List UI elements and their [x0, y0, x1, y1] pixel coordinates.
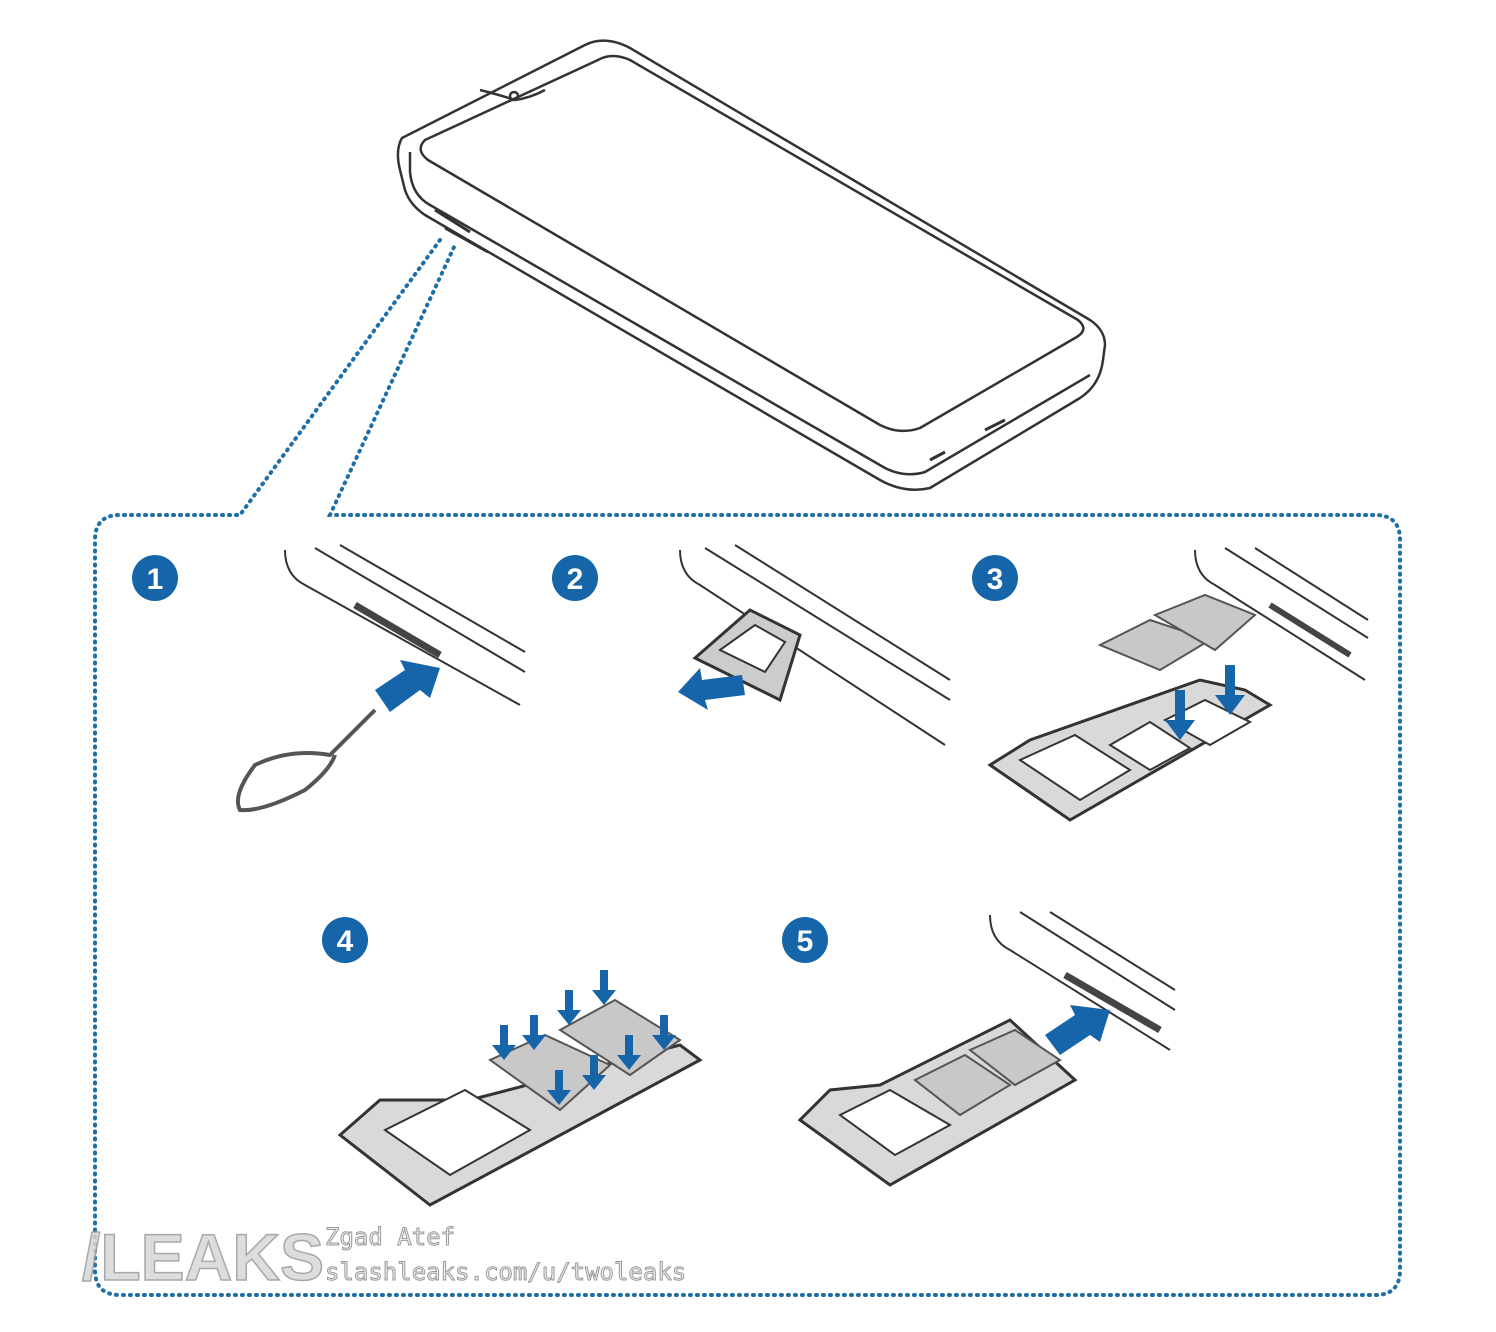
arrow-icon — [1165, 690, 1195, 740]
eject-pin-icon — [235, 708, 377, 813]
callout-outline — [93, 238, 1402, 1297]
svg-text:1: 1 — [147, 563, 164, 596]
arrow-icon — [1045, 1005, 1110, 1055]
step-2-pull-tray: 2 — [552, 544, 951, 746]
arrow-icon — [1215, 665, 1245, 715]
svg-text:Zgad Atef: Zgad Atef — [325, 1223, 455, 1251]
step-3-badge: 3 — [972, 555, 1018, 601]
step-1-eject-pin: 1 — [132, 544, 526, 813]
svg-text:2: 2 — [567, 563, 584, 596]
sim-card — [968, 1028, 1062, 1087]
step-3-place-cards: 3 — [972, 547, 1369, 822]
sim-card — [488, 1033, 612, 1112]
svg-text:5: 5 — [797, 925, 814, 958]
sim-card — [558, 998, 682, 1077]
svg-text:slashleaks.com/u/twoleaks: slashleaks.com/u/twoleaks — [325, 1258, 686, 1286]
watermark: /LEAKS Zgad Atef slashleaks.com/u/twolea… — [81, 1219, 686, 1295]
step-4-press-cards: 4 — [322, 917, 703, 1207]
svg-text:/LEAKS: /LEAKS — [82, 1220, 324, 1294]
arrow-icon — [492, 970, 676, 1105]
sim-card — [1152, 593, 1257, 652]
step-2-badge: 2 — [552, 555, 598, 601]
sim-card — [913, 1053, 1012, 1117]
step-1-badge: 1 — [132, 555, 178, 601]
svg-text:4: 4 — [337, 925, 354, 958]
arrow-icon — [375, 660, 440, 712]
step-5-badge: 5 — [782, 917, 828, 963]
phone-illustration — [396, 39, 1107, 491]
step-4-badge: 4 — [322, 917, 368, 963]
svg-text:3: 3 — [987, 563, 1004, 596]
arrow-icon — [678, 668, 745, 710]
step-5-insert-tray: 5 — [782, 911, 1176, 1187]
